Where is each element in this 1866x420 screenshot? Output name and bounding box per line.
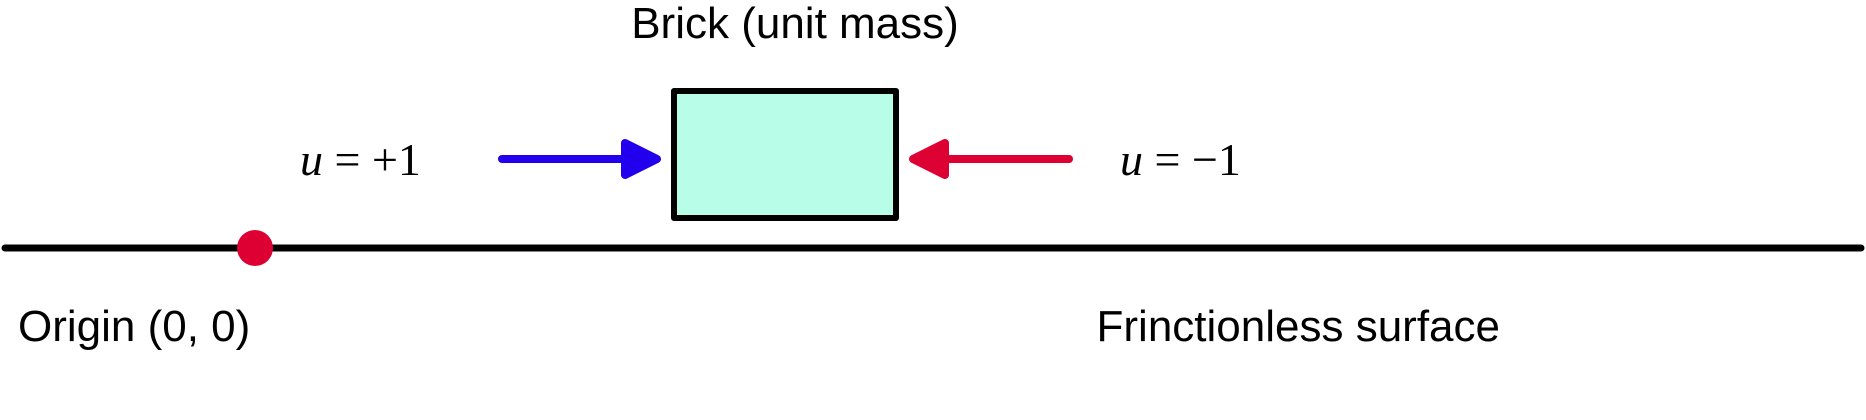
negative-control-label: u = −1 <box>1120 134 1241 185</box>
negative-force-arrow <box>909 139 1073 179</box>
origin-label: Origin (0, 0) <box>18 302 250 351</box>
origin-dot <box>237 230 273 266</box>
positive-control-label: u = +1 <box>300 134 421 185</box>
brick-label: Brick (unit mass) <box>631 0 959 48</box>
brick <box>671 88 899 221</box>
surface-label: Frinctionless surface <box>1097 302 1500 351</box>
positive-force-arrow <box>498 139 661 179</box>
